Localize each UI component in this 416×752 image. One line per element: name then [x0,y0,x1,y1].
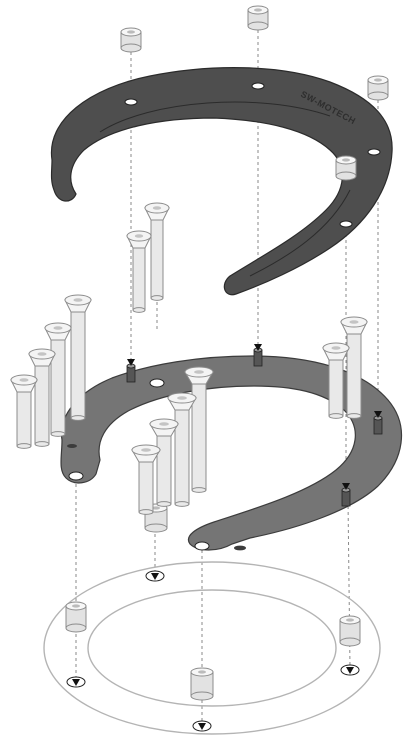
tank-bracket-body [50,67,393,296]
mounting-ring-body [60,355,402,551]
bolts-group [10,202,368,515]
arrow-head [151,573,159,580]
arrow-head [254,344,262,351]
upper-tank-bracket: SW-MOTECH [50,67,393,296]
threaded-pin [341,487,351,507]
spacer [339,615,361,647]
ring-hole [194,541,210,551]
arrow-head [342,483,350,490]
bracket-hole [339,220,353,228]
threaded-pin [373,415,383,435]
bracket-hole [251,82,265,90]
ring-slot [67,444,77,448]
ring-hole [149,378,165,388]
bolt [64,294,92,421]
spacer [190,667,214,701]
spacer [120,27,142,53]
ring-slot [234,545,246,551]
arrow-head [198,723,206,730]
ring-hole [68,471,84,481]
bolt [126,230,152,313]
top-spacers [120,5,389,181]
middle-mounting-ring [60,344,402,551]
bolt [28,348,56,447]
bolt [144,202,170,301]
spacer [335,155,357,181]
arrow-head [346,667,354,674]
bracket-ridge [249,189,351,277]
lower-tank-ring [43,561,381,735]
arrow-head [72,679,80,686]
threaded-pin [126,363,136,383]
bolt [10,374,38,449]
spacer [247,5,269,31]
bracket-ridge [99,101,331,133]
arrow-head [127,359,135,366]
bolt [167,392,197,507]
bolt [44,322,72,437]
ring-outer-edge [43,561,381,735]
bracket-hole [124,98,138,106]
bolt [340,316,368,419]
bolt [322,342,350,419]
bolt [131,444,161,515]
bolt [149,418,179,507]
arrow-head [374,411,382,418]
spacer [367,75,389,101]
ring-inner-edge [87,589,337,707]
bracket-hole [367,148,381,156]
bolt [184,366,214,493]
spacer [65,601,87,633]
